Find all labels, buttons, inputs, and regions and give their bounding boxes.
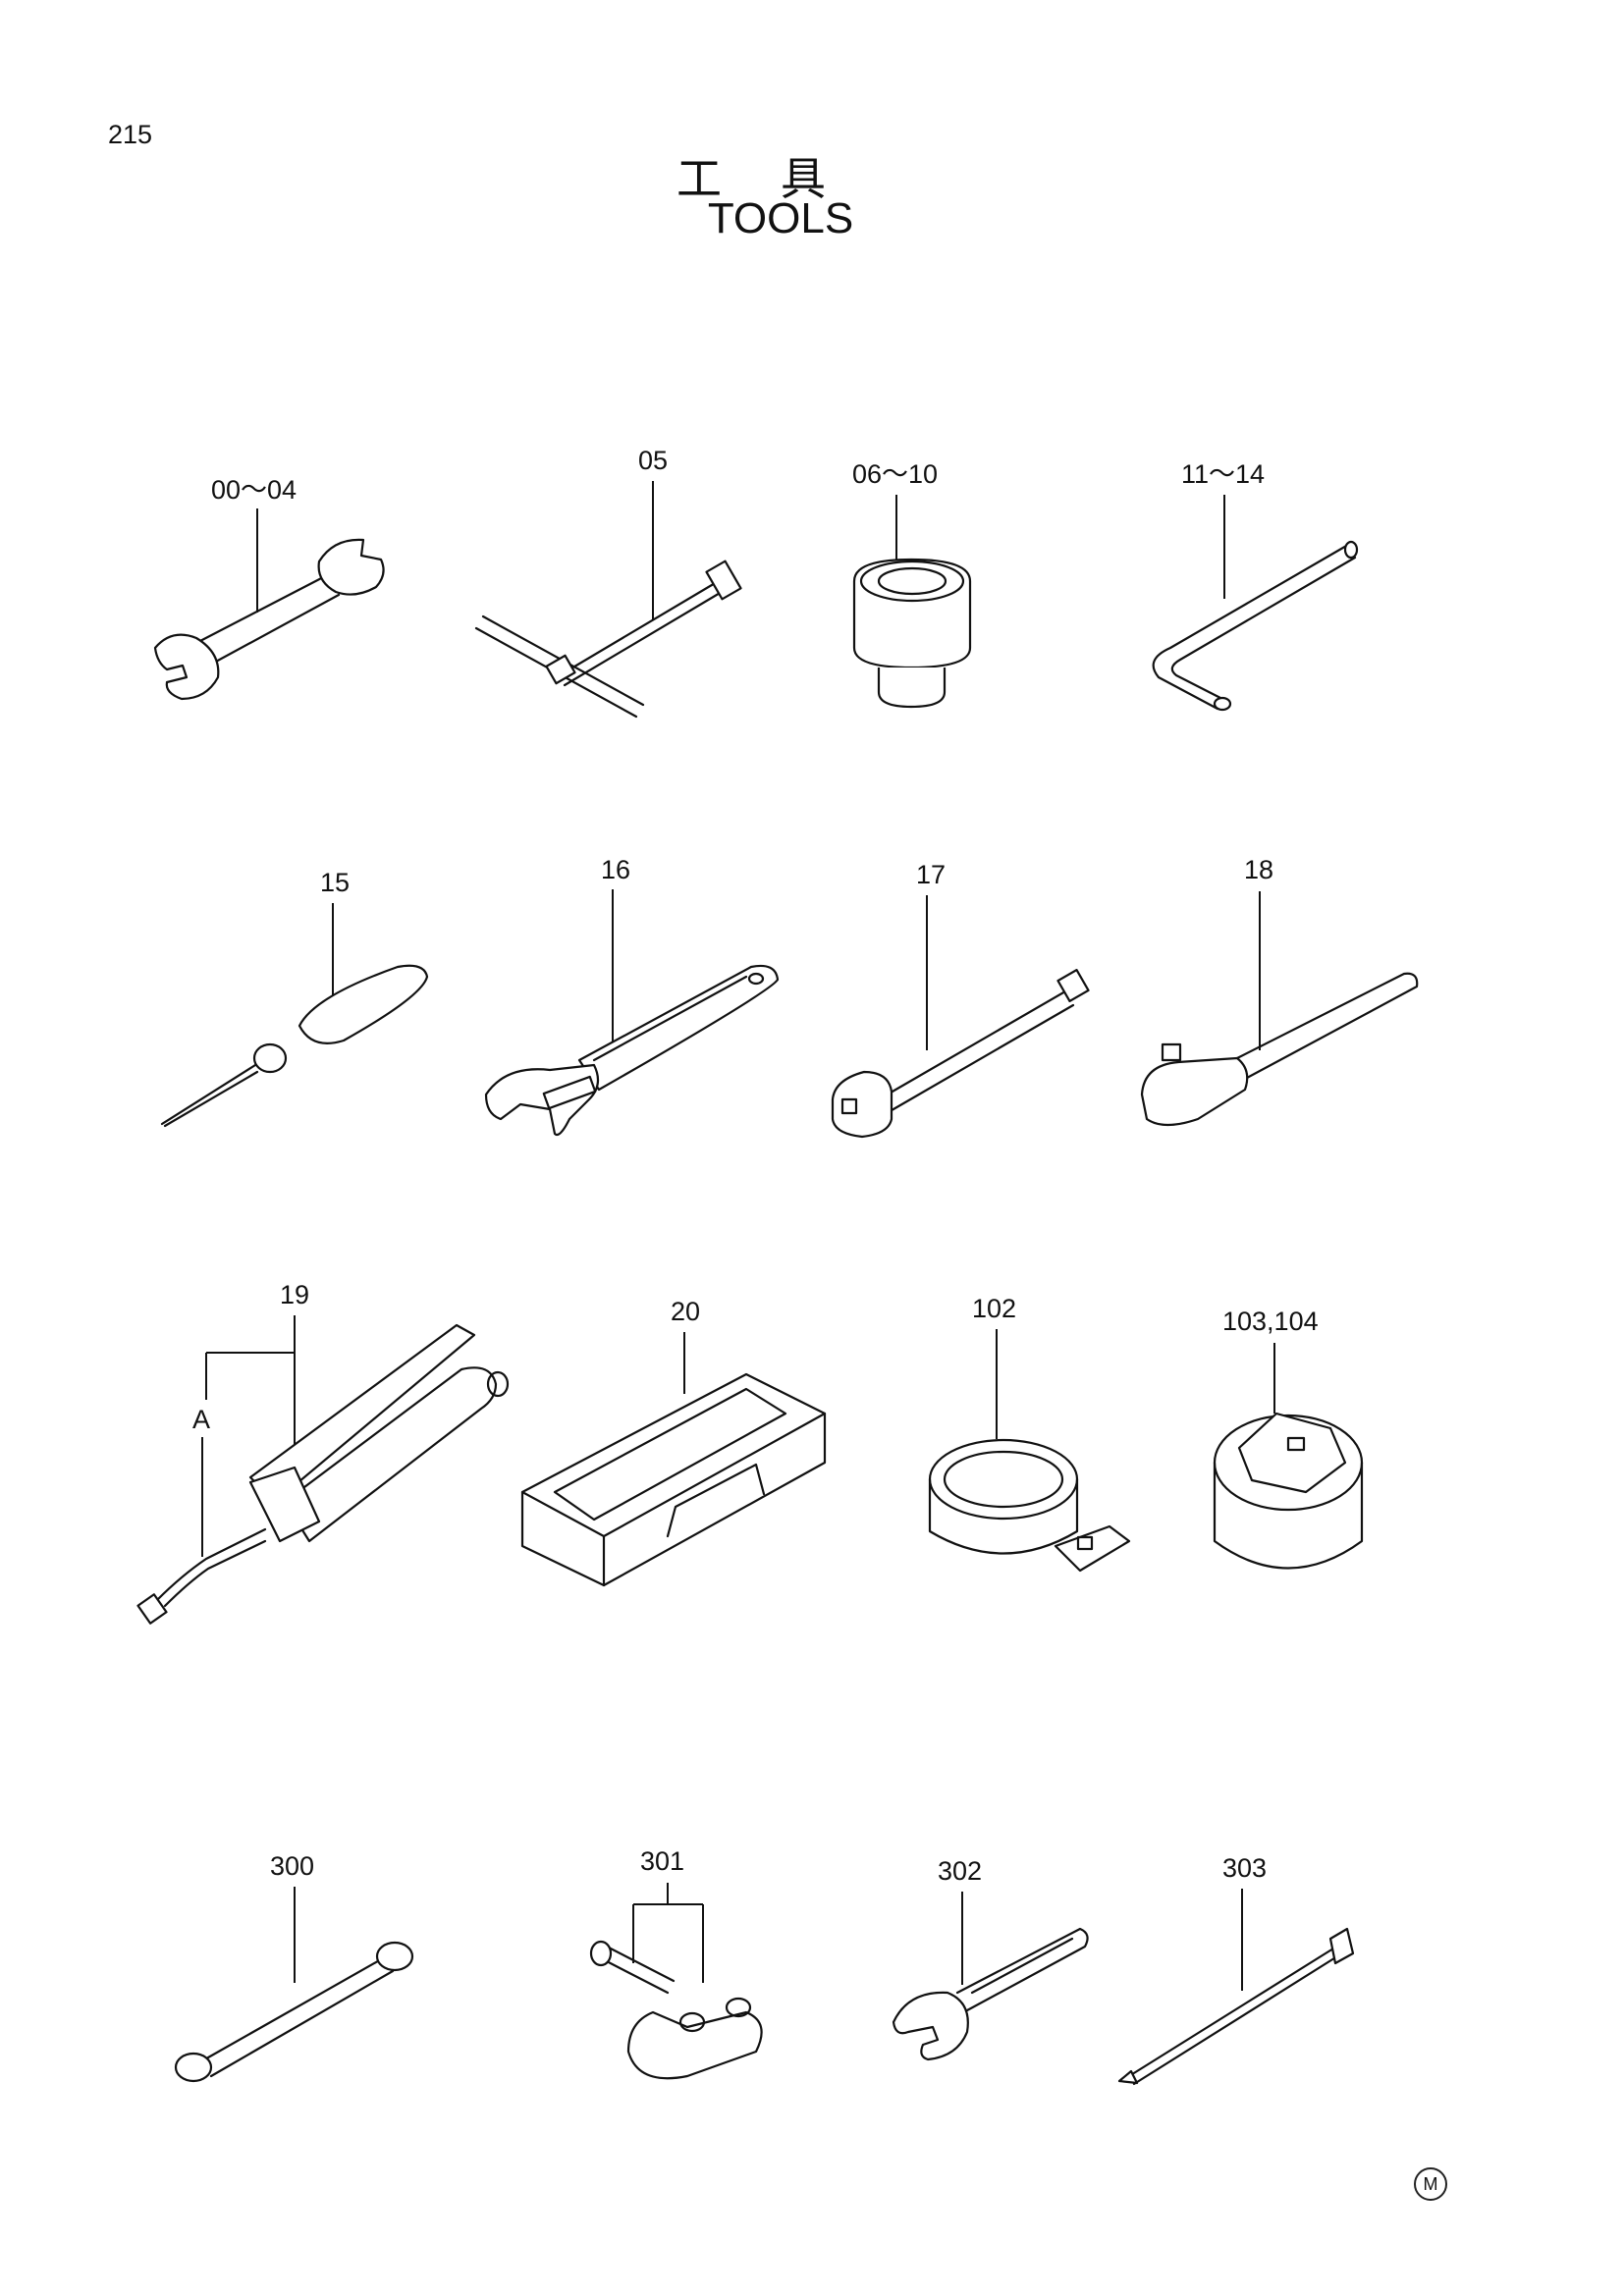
- catalog-mark: M: [1414, 2167, 1447, 2201]
- tool-filter-wrench: 102: [928, 1294, 1131, 1573]
- item-label-11-14: 11～14: [1181, 459, 1265, 489]
- item-label-00-04: 00～04: [211, 475, 297, 505]
- tool-adjustable-wrench: 16: [484, 855, 780, 1137]
- tool-screwdriver: 15: [160, 868, 429, 1128]
- item-label-18: 18: [1244, 855, 1273, 884]
- tool-hex-key: 11～14: [1152, 459, 1359, 712]
- tool-box-end-wrench: 300: [174, 1851, 414, 2083]
- item-label-05: 05: [638, 446, 668, 475]
- tool-grease-gun: 19 A: [136, 1280, 510, 1625]
- item-label-06-10: 06～10: [852, 459, 938, 489]
- tool-tool-box: 20: [520, 1297, 827, 1587]
- item-label-17: 17: [916, 860, 946, 889]
- item-label-303: 303: [1222, 1853, 1267, 1883]
- sub-label-a: A: [192, 1405, 210, 1434]
- tool-filter-cap-wrench: 103,104: [1213, 1307, 1364, 1570]
- page-number: 215: [108, 120, 153, 149]
- item-label-15: 15: [320, 868, 350, 897]
- item-label-301: 301: [640, 1846, 684, 1876]
- item-label-19: 19: [280, 1280, 309, 1309]
- tool-ratchet-handle: 18: [1140, 855, 1419, 1127]
- tool-open-end-wrench: 302: [892, 1856, 1089, 2061]
- page-title: TOOLS: [707, 194, 854, 242]
- item-label-16: 16: [601, 855, 630, 884]
- item-label-20: 20: [671, 1297, 700, 1326]
- item-label-102: 102: [972, 1294, 1016, 1323]
- tool-pin-and-shackle: 301: [589, 1846, 763, 2080]
- item-label-103-104: 103,104: [1222, 1307, 1319, 1336]
- item-label-300: 300: [270, 1851, 314, 1881]
- tool-extension-bar: 17: [831, 860, 1090, 1139]
- page-title-japanese: 工具: [677, 153, 885, 204]
- tool-bar: 303: [1117, 1853, 1355, 2086]
- tool-socket: 06～10: [852, 459, 972, 709]
- tool-t-handle-box-wrench: 05: [474, 446, 742, 719]
- item-label-302: 302: [938, 1856, 982, 1886]
- tool-double-open-end-wrench: 00～04: [153, 475, 385, 701]
